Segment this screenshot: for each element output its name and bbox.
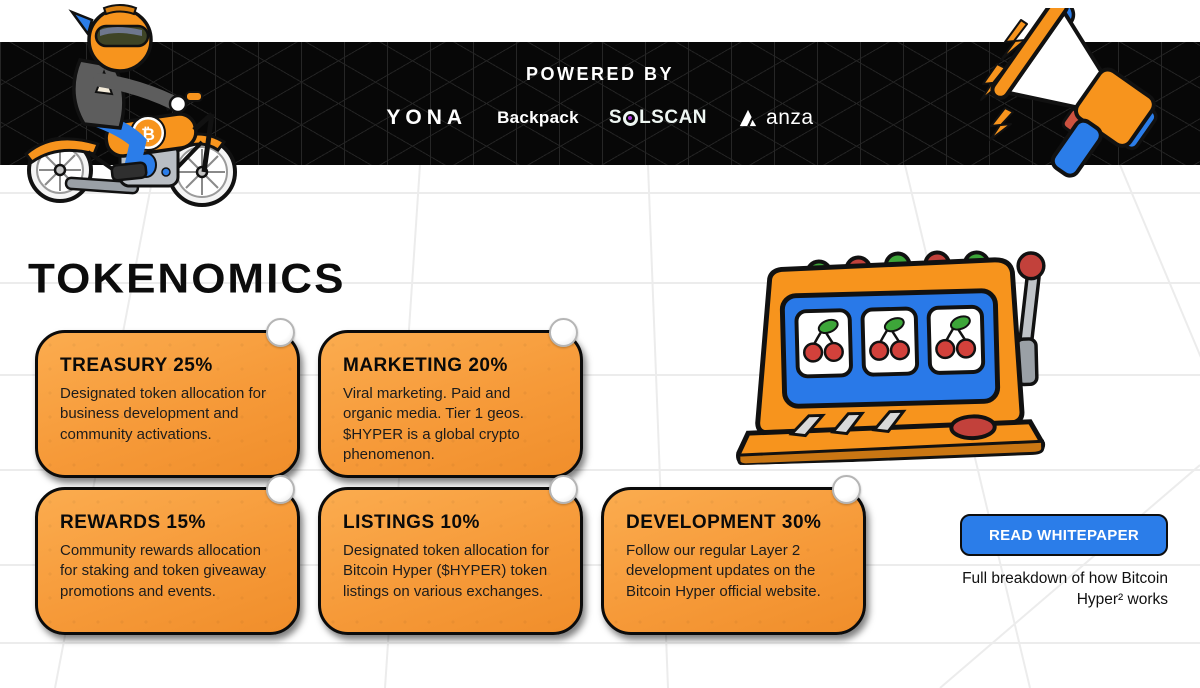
read-whitepaper-button[interactable]: READ WHITEPAPER (960, 514, 1168, 556)
card-body: Follow our regular Layer 2 development u… (626, 542, 821, 600)
card-body: Designated token allocation for business… (60, 385, 266, 443)
card-pin-icon (832, 475, 861, 504)
page-title: TOKENOMICS (28, 255, 346, 302)
backpack-logo[interactable]: Backpack (497, 108, 579, 127)
anza-mark-icon (739, 109, 757, 127)
slot-reels (794, 304, 986, 379)
card-body: Designated token allocation for Bitcoin … (343, 542, 549, 600)
card-title: DEVELOPMENT 30% (626, 512, 822, 533)
slot-keys (788, 409, 907, 438)
card-title: TREASURY 25% (60, 355, 213, 376)
motorcycle-character-illustration: ₿ (23, 4, 237, 207)
card-pin-icon (549, 475, 578, 504)
megaphone-illustration (980, 8, 1158, 178)
helmet (68, 4, 153, 73)
card-title: REWARDS 15% (60, 512, 206, 533)
slot-machine-illustration (736, 250, 1046, 466)
whitepaper-caption: Full breakdown of how Bitcoin Hyper² wor… (928, 568, 1168, 611)
card-listings: LISTINGS 10% Designated token allocation… (318, 475, 583, 635)
card-rewards: REWARDS 15% Community rewards allocation… (35, 475, 300, 635)
powered-by-label: POWERED BY (525, 64, 674, 84)
solscan-o-icon (623, 110, 639, 126)
card-pin-icon (549, 318, 578, 347)
whitepaper-caption-line1: Full breakdown of how Bitcoin (962, 570, 1168, 587)
card-treasury: TREASURY 25% Designated token allocation… (35, 318, 300, 478)
card-pin-icon (266, 318, 295, 347)
card-development: DEVELOPMENT 30% Follow our regular Layer… (601, 475, 866, 635)
card-marketing: MARKETING 20% Viral marketing. Paid and … (318, 318, 583, 478)
whitepaper-caption-line2: Hyper² works (1076, 591, 1168, 609)
card-pin-icon (266, 475, 295, 504)
card-body: Community rewards allocation for staking… (60, 542, 266, 600)
card-title: LISTINGS 10% (343, 512, 480, 533)
anza-logo[interactable]: anza (737, 106, 814, 130)
card-body: Viral marketing. Paid and organic media.… (343, 385, 524, 464)
yona-logo[interactable]: YONA (386, 106, 468, 129)
megaphone-body (990, 8, 1158, 178)
card-title: MARKETING 20% (343, 355, 508, 376)
